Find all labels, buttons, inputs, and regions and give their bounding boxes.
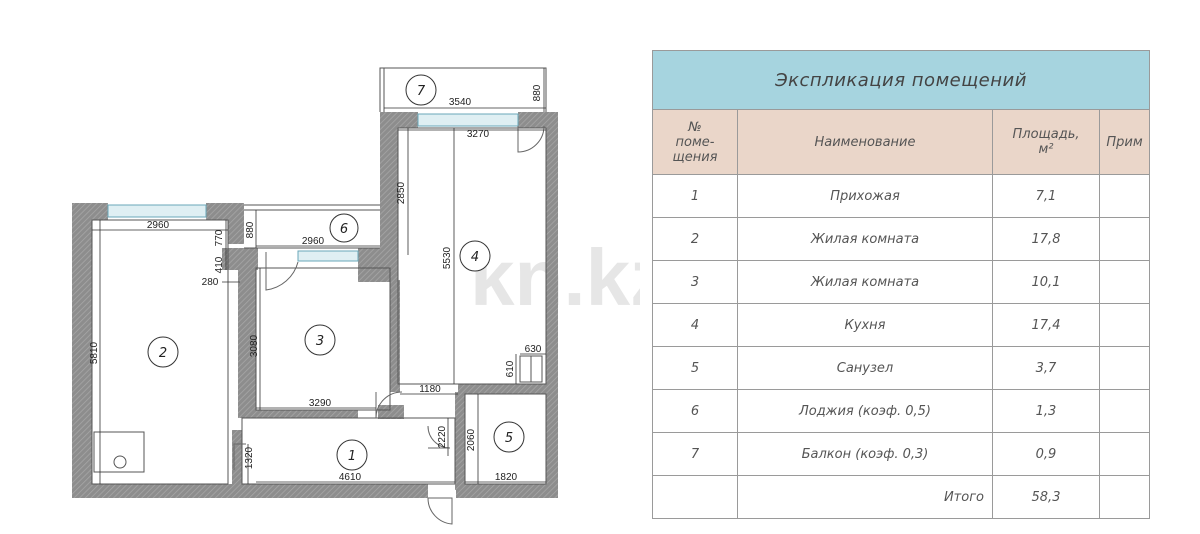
- header-num-line: поме-: [675, 134, 715, 150]
- header-num-line: №: [688, 119, 702, 135]
- room-outlines: [91, 127, 547, 485]
- cell-empty: [652, 475, 738, 519]
- cell-area: 7,1: [992, 174, 1100, 218]
- cell-num: 3: [652, 260, 738, 304]
- cell-area: 1,3: [992, 389, 1100, 433]
- cell-empty: [1099, 475, 1150, 519]
- total-label: Итого: [737, 475, 993, 519]
- cell-num: 5: [652, 346, 738, 390]
- cell-num: 6: [652, 389, 738, 433]
- header-num-line: щения: [672, 149, 718, 165]
- dim-label: 1180: [419, 384, 441, 395]
- cell-name: Жилая комната: [737, 260, 993, 304]
- windows: [107, 113, 519, 262]
- dim-label: 410: [214, 256, 225, 273]
- cell-name: Жилая комната: [737, 217, 993, 261]
- dim-label: 280: [202, 277, 219, 288]
- dim-label: 2960: [147, 220, 170, 231]
- loggia-outline: [244, 204, 380, 249]
- room-number-6: 6: [340, 222, 348, 237]
- total-value: 58,3: [992, 475, 1100, 519]
- cell-num: 4: [652, 303, 738, 347]
- table-row: 6 Лоджия (коэф. 0,5) 1,3: [652, 389, 1150, 433]
- dim-label: 770: [214, 229, 225, 246]
- cell-area: 10,1: [992, 260, 1100, 304]
- table-row: 1 Прихожая 7,1: [652, 174, 1150, 218]
- cell-note: [1099, 432, 1150, 476]
- dim-label: 630: [525, 344, 542, 355]
- total-row: Итого 58,3: [652, 475, 1150, 519]
- cell-note: [1099, 174, 1150, 218]
- dimension-lines: [92, 68, 546, 484]
- table-row: 3 Жилая комната 10,1: [652, 260, 1150, 304]
- cell-name: Лоджия (коэф. 0,5): [737, 389, 993, 433]
- header-area-line: Площадь,: [1012, 127, 1080, 142]
- cell-name: Кухня: [737, 303, 993, 347]
- header-area: Площадь, м²: [992, 109, 1100, 175]
- table-row: 4 Кухня 17,4: [652, 303, 1150, 347]
- cell-note: [1099, 346, 1150, 390]
- dim-label: 3270: [467, 129, 490, 140]
- dim-label: 610: [505, 360, 516, 377]
- table-title: Экспликация помещений: [652, 50, 1150, 110]
- cell-name: Балкон (коэф. 0,3): [737, 432, 993, 476]
- table-row: 7 Балкон (коэф. 0,3) 0,9: [652, 432, 1150, 476]
- dim-label: 3290: [309, 398, 332, 409]
- dimension-labels: 3540 880 3270 2850 5530 2960 770 880 296…: [89, 84, 543, 483]
- cell-area: 17,4: [992, 303, 1100, 347]
- header-note: Прим: [1099, 109, 1150, 175]
- dim-label: 3080: [249, 334, 260, 357]
- floor-plan: kn.kz: [72, 67, 640, 525]
- dim-label: 5530: [442, 246, 453, 269]
- doors: [233, 125, 545, 525]
- room-number-7: 7: [417, 84, 426, 99]
- room-number-4: 4: [471, 250, 479, 265]
- cell-num: 2: [652, 217, 738, 261]
- dim-label: 880: [245, 221, 256, 238]
- room-number-3: 3: [316, 334, 324, 349]
- table-row: 5 Санузел 3,7: [652, 346, 1150, 390]
- cell-area: 3,7: [992, 346, 1100, 390]
- cell-note: [1099, 303, 1150, 347]
- room-numbers: 7 6 4 3 2 1 5: [159, 84, 513, 464]
- balcony-outline: [379, 67, 547, 112]
- cell-area: 17,8: [992, 217, 1100, 261]
- dim-label: 1820: [495, 472, 518, 483]
- walls: [72, 112, 558, 498]
- room-number-2: 2: [159, 346, 167, 361]
- dim-label: 3540: [449, 97, 472, 108]
- room-markers: [147, 74, 525, 471]
- fixtures: [93, 355, 543, 473]
- dim-label: 2060: [466, 428, 477, 451]
- room-number-1: 1: [348, 449, 356, 464]
- cell-area: 0,9: [992, 432, 1100, 476]
- room-number-5: 5: [505, 431, 513, 446]
- dim-label: 1320: [244, 446, 255, 469]
- cell-name: Санузел: [737, 346, 993, 390]
- dim-label: 4610: [339, 472, 362, 483]
- header-num: № поме- щения: [652, 109, 738, 175]
- cell-note: [1099, 217, 1150, 261]
- dim-label: 2220: [437, 425, 448, 448]
- header-area-unit: м²: [1038, 142, 1054, 157]
- dim-label: 5810: [89, 341, 100, 364]
- header-name: Наименование: [737, 109, 993, 175]
- cell-note: [1099, 260, 1150, 304]
- cell-num: 1: [652, 174, 738, 218]
- cell-note: [1099, 389, 1150, 433]
- dim-label: 2960: [302, 236, 325, 247]
- dim-label: 2850: [396, 181, 407, 204]
- dim-label: 880: [532, 84, 543, 101]
- table-row: 2 Жилая комната 17,8: [652, 217, 1150, 261]
- cell-name: Прихожая: [737, 174, 993, 218]
- rooms-explication-table: Экспликация помещений № поме- щения Наим…: [652, 50, 1150, 519]
- cell-num: 7: [652, 432, 738, 476]
